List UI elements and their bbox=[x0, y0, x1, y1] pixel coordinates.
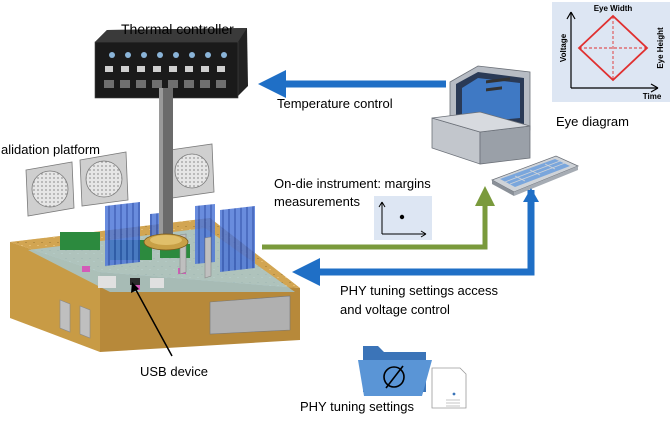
temperature-control-label: Temperature control bbox=[277, 96, 393, 111]
document-icon bbox=[431, 367, 467, 409]
thermal-controller-device bbox=[94, 28, 248, 99]
on-die-instrument-icon bbox=[374, 196, 432, 240]
fan-middle bbox=[79, 151, 129, 207]
usb-pointer-arrow bbox=[131, 282, 173, 357]
eye-height-label: Eye Height bbox=[656, 27, 665, 69]
voltage-axis-label: Voltage bbox=[559, 33, 568, 62]
keyboard-icon bbox=[491, 155, 580, 196]
phy-access-label: PHY tuning settings access bbox=[340, 283, 499, 298]
eye-diagram-chart: Eye Width Voltage Eye Height Time bbox=[552, 2, 670, 102]
folder-icon bbox=[358, 346, 432, 396]
fan-right bbox=[169, 143, 215, 199]
eye-diagram-label: Eye diagram bbox=[556, 114, 629, 129]
phy-access-label-2: and voltage control bbox=[340, 302, 450, 317]
thermal-controller-label: Thermal controller bbox=[121, 21, 234, 37]
validation-platform-label: alidation platform bbox=[1, 142, 100, 157]
time-axis-label: Time bbox=[643, 92, 662, 101]
fan-left bbox=[25, 161, 75, 217]
desktop-computer-icon bbox=[431, 65, 531, 165]
on-die-instrument-label-2: measurements bbox=[274, 194, 360, 209]
phy-access-arrow bbox=[292, 188, 539, 286]
margins-measurement-arrow bbox=[262, 186, 495, 250]
phy-settings-label: PHY tuning settings bbox=[300, 399, 414, 414]
on-die-instrument-label: On-die instrument: margins bbox=[274, 176, 431, 191]
eye-width-label: Eye Width bbox=[594, 4, 633, 13]
usb-device-label: USB device bbox=[140, 364, 208, 379]
usb-device-component bbox=[130, 278, 140, 285]
validation-platform-device bbox=[10, 88, 300, 352]
